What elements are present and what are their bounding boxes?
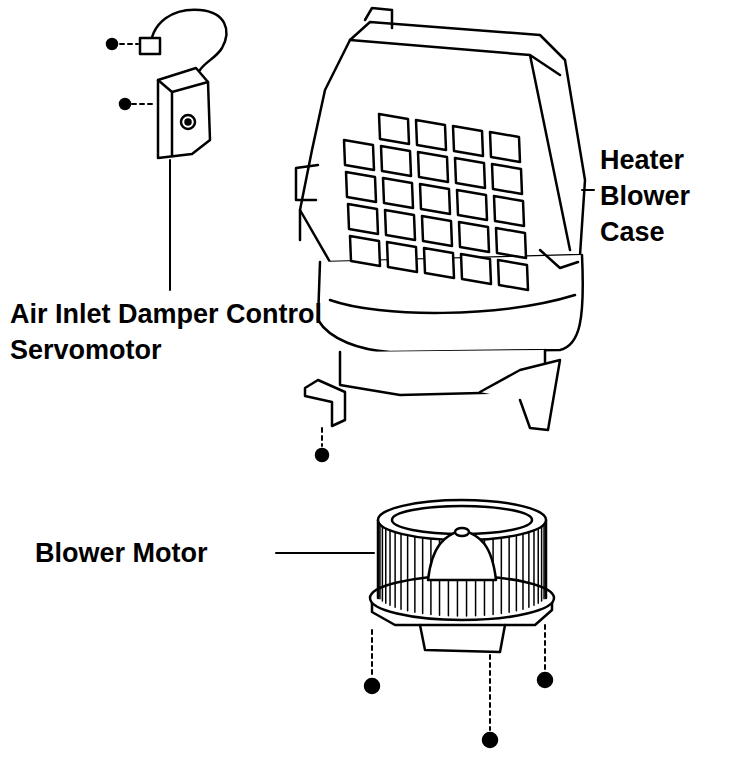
filter-cell [498, 260, 528, 290]
filter-cell [453, 126, 483, 156]
fan-blade [414, 537, 416, 613]
filter-cell [461, 254, 491, 284]
filter-cell [348, 204, 378, 234]
part-label: Heater Blower Case [600, 142, 728, 250]
filter-cell [350, 236, 380, 266]
filter-cell [455, 158, 485, 188]
filter-cell [492, 164, 522, 194]
bracket-drawing [305, 380, 345, 461]
fan-blade [400, 534, 402, 609]
fan-blade [537, 528, 539, 603]
servomotor-drawing [107, 10, 226, 290]
fan-blade [545, 520, 547, 594]
filter-cell [379, 114, 409, 144]
filter-cell [346, 172, 376, 202]
fan-blade [378, 522, 380, 596]
fan-blade [385, 528, 387, 603]
fan-blade [508, 537, 510, 613]
fan-blade [382, 526, 384, 601]
part-label: Air Inlet Damper Control Servomotor [10, 296, 330, 368]
filter-cell [457, 190, 487, 220]
fan-blade [379, 524, 381, 598]
fan-blade [516, 535, 518, 611]
filter-cell [344, 140, 374, 170]
filter-cell [496, 228, 526, 258]
fan-blade [501, 538, 503, 614]
blower-case-drawing [296, 8, 594, 430]
fan-blade [541, 526, 543, 601]
leader-line [276, 552, 374, 554]
part-label: Blower Motor [35, 535, 208, 571]
fan-blade [528, 532, 530, 607]
filter-cell [459, 222, 489, 252]
fan-blade [533, 530, 535, 605]
blower-motor-drawing [276, 500, 554, 747]
filter-grid [344, 114, 528, 290]
filter-cell [416, 120, 446, 150]
filter-cell [490, 132, 520, 162]
leader-line [582, 189, 594, 191]
filter-cell [383, 178, 413, 208]
fan-blade [407, 535, 409, 611]
fan-blade [389, 530, 391, 605]
fan-blade [422, 538, 424, 614]
filter-cell [418, 152, 448, 182]
filter-cell [385, 210, 415, 240]
filter-cell [422, 216, 452, 246]
fan-blade [394, 532, 396, 607]
leader-line [169, 160, 171, 290]
filter-cell [387, 242, 417, 272]
fan-blade [522, 534, 524, 609]
filter-cell [494, 196, 524, 226]
filter-cell [420, 184, 450, 214]
filter-cell [424, 248, 454, 278]
fan-blade [543, 524, 545, 598]
filter-cell [381, 146, 411, 176]
